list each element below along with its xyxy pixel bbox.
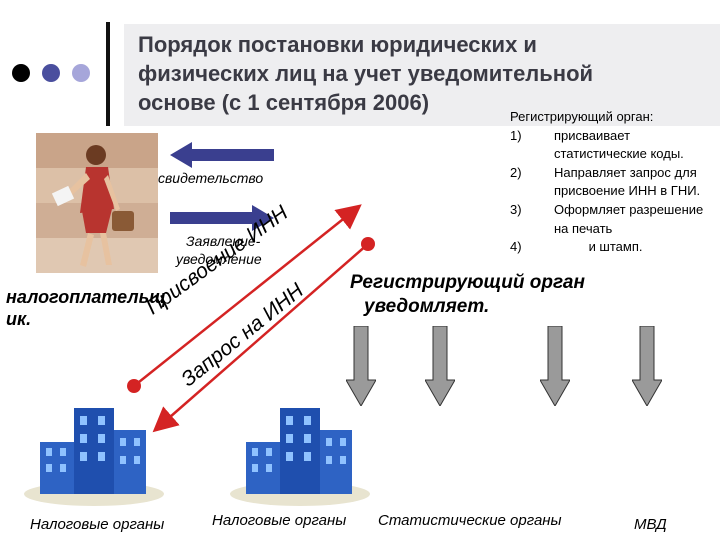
duty-item-1: 1) присваивает статистические коды. [510, 127, 684, 162]
notifies-label: уведомляет. [364, 296, 490, 317]
assign-inn-start-dot [127, 379, 141, 393]
request-inn-start-dot [361, 237, 375, 251]
application-label-line-2: уведомление [176, 251, 262, 267]
mvd-label: МВД [634, 516, 667, 533]
taxpayer-label-line-1: налогоплательщ [6, 287, 167, 307]
nav-dot-3 [72, 64, 90, 82]
assign-inn-arrow [133, 204, 362, 387]
certificate-label: свидетельство [158, 170, 264, 186]
duty-item-4: 4) и штамп. [510, 239, 643, 255]
down-arrow-icon [346, 326, 376, 406]
duty-item-3: 3) Оформляет разрешение на печать [510, 201, 704, 236]
title-background [124, 24, 720, 126]
nav-dot-1 [12, 64, 30, 82]
tax-bodies-label-mid: Налоговые органы [212, 512, 347, 529]
registering-body-duties: Регистрирующий орган: 1) присваивает ста… [510, 108, 720, 257]
taxpayer-label-line-2: ик. [6, 309, 32, 329]
request-inn-arrow [152, 243, 369, 433]
building-icon [230, 408, 370, 506]
down-arrow-icon [540, 326, 570, 406]
duties-heading: Регистрирующий орган: [510, 109, 654, 124]
title-divider [106, 22, 110, 126]
application-arrow-icon [170, 205, 274, 231]
woman-figure-icon [51, 145, 134, 267]
tax-bodies-label-left: Налоговые органы [30, 516, 165, 533]
building-icon [24, 408, 164, 506]
title-line-3: основе (с 1 сентября 2006) [138, 90, 430, 115]
woman-illustration [36, 133, 158, 273]
statistics-label: Статистические органы [378, 512, 562, 529]
page-title: Порядок постановки юридических и физичес… [138, 30, 658, 117]
duty-item-2: 2) Направляет запрос для присвоение ИНН … [510, 164, 701, 199]
title-line-1: Порядок постановки юридических и [138, 32, 537, 57]
registering-body-label: Регистрирующий орган [350, 272, 585, 293]
title-line-2: физических лиц на учет уведомительной [138, 61, 594, 86]
down-arrow-icon [425, 326, 455, 406]
down-arrow-icon [632, 326, 662, 406]
taxpayer-label: налогоплательщ ик. [6, 286, 166, 330]
application-label-line-1: Заявление- [186, 233, 261, 249]
certificate-arrow-icon [170, 142, 274, 168]
nav-dot-2 [42, 64, 60, 82]
